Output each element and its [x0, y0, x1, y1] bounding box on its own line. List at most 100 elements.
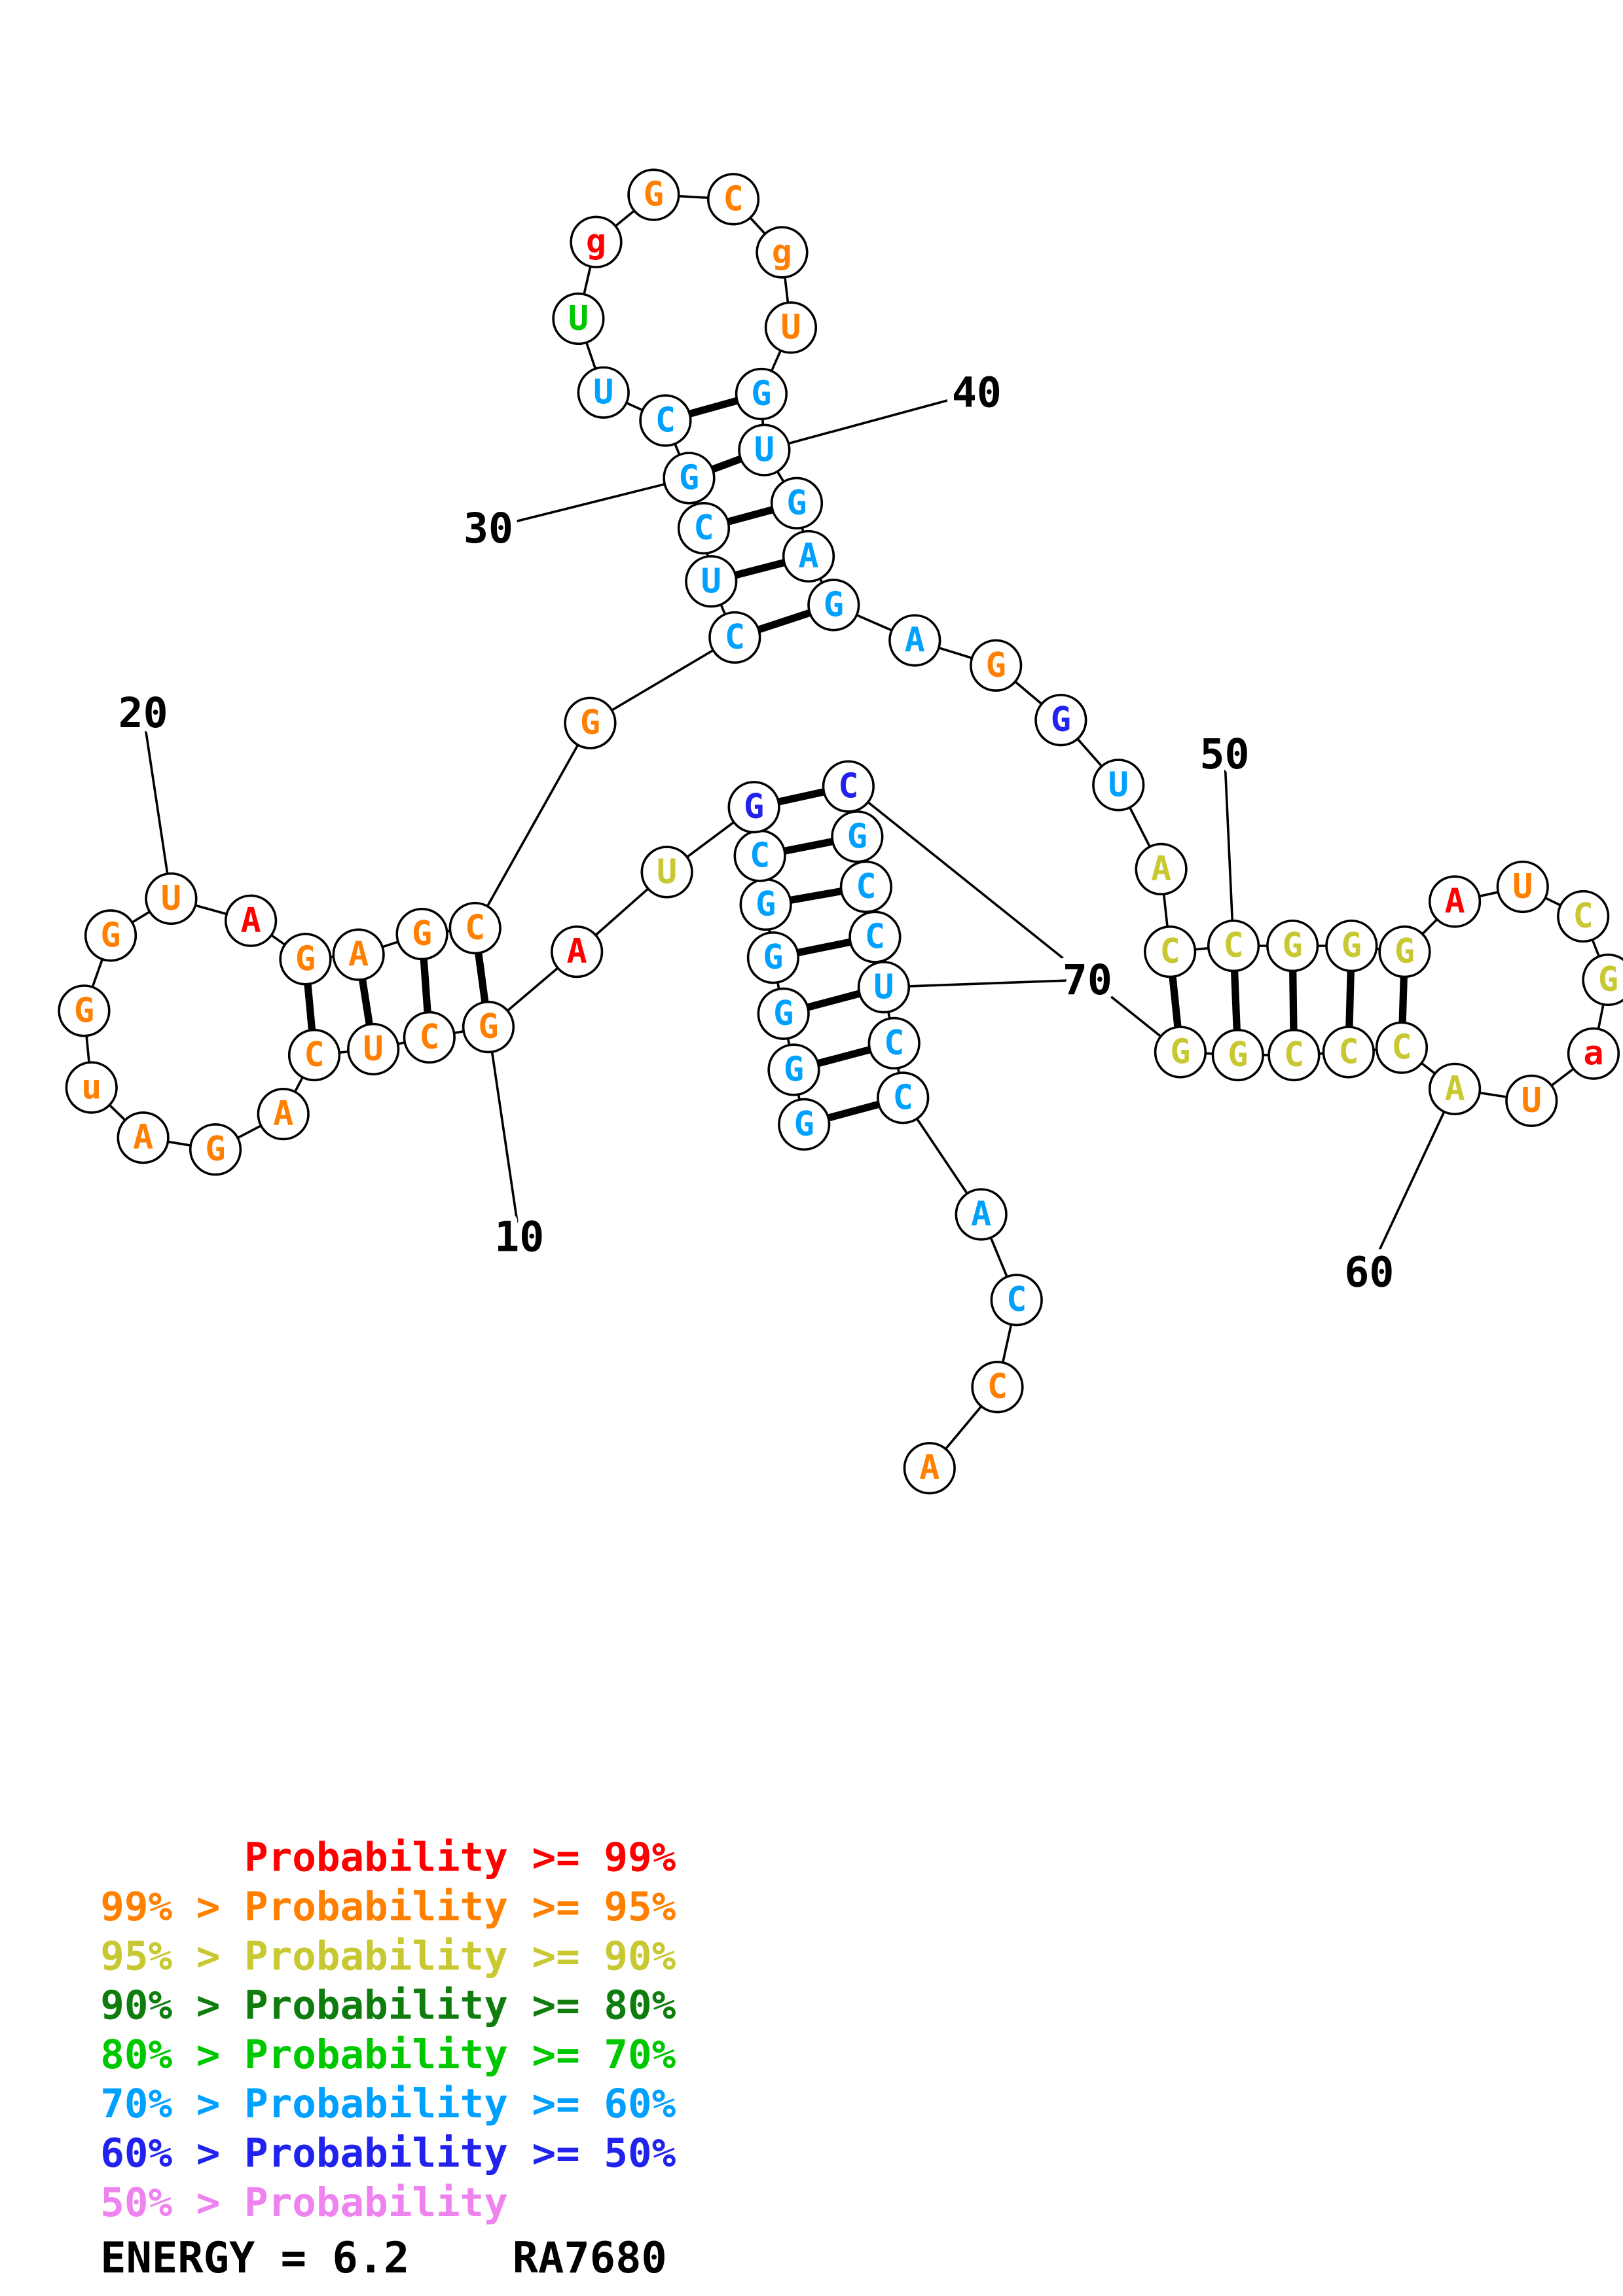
- nucleotide-circle: [757, 987, 810, 1040]
- nucleotide-letter: C: [1006, 1280, 1027, 1319]
- nucleotide-letter: C: [1573, 897, 1594, 936]
- nucleotide-letter: U: [780, 308, 801, 347]
- nucleotide-letter: C: [419, 1018, 439, 1057]
- nucleotide-circle: [706, 173, 760, 226]
- nucleotide-letter: G: [751, 374, 771, 414]
- nucleotide-letter: C: [893, 1078, 913, 1117]
- label-leader-line: [1223, 753, 1235, 946]
- nucleotide-letter: G: [763, 938, 783, 977]
- nucleotide-circle: [888, 614, 941, 667]
- nucleotide-letter: C: [693, 509, 714, 548]
- nucleotide-circle: [287, 1028, 341, 1082]
- legend-row: 95% > Probability >= 90%: [100, 1933, 676, 1979]
- nucleotide-letter: A: [1151, 850, 1171, 889]
- nucleotide-circle: [727, 781, 780, 834]
- nucleotide-letter: G: [786, 484, 807, 523]
- nucleotide-circle: [448, 901, 501, 955]
- backbone-segment: [589, 636, 736, 725]
- nucleotide-circle: [551, 925, 604, 978]
- nucleotide-letter: G: [1228, 1035, 1248, 1075]
- nucleotide-letter: G: [295, 939, 316, 978]
- label-leader-line: [1368, 1088, 1456, 1273]
- nucleotide-circle: [848, 910, 902, 963]
- nucleotide-circle: [1496, 860, 1549, 914]
- nucleotide-letter: A: [1444, 882, 1465, 921]
- nucleotide-circle: [395, 907, 448, 961]
- nucleotide-circle: [708, 611, 761, 664]
- nucleotide-letter: C: [1160, 932, 1180, 971]
- nucleotide-circle: [1582, 953, 1623, 1007]
- nucleotide-letter: G: [847, 817, 867, 856]
- nucleotide-circle: [58, 984, 111, 1037]
- nucleotide-letter: G: [100, 916, 120, 955]
- nucleotide-circle: [332, 928, 385, 981]
- nucleotide-circle: [65, 1061, 118, 1114]
- position-label: 40: [952, 368, 1002, 417]
- backbone-segment: [474, 722, 592, 929]
- nucleotide-letter: A: [1444, 1069, 1465, 1109]
- nucleotide-circle: [564, 696, 617, 749]
- nucleotide-letter: g: [772, 233, 792, 272]
- nucleotide-letter: C: [838, 767, 858, 806]
- nucleotide-circle: [1505, 1074, 1558, 1127]
- nucleotide-circle: [225, 894, 278, 947]
- nucleotide-circle: [746, 931, 800, 984]
- nucleotide-circle: [867, 1016, 921, 1070]
- nucleotide-letter: G: [412, 914, 432, 954]
- nucleotide-circle: [970, 639, 1023, 692]
- nucleotide-circle: [640, 846, 693, 899]
- nucleotide-letter: A: [919, 1448, 939, 1488]
- nucleotide-circle: [1428, 875, 1482, 928]
- nucleotide-circle: [145, 872, 198, 925]
- nucleotide-letter: U: [657, 852, 677, 891]
- nucleotide-letter: G: [744, 787, 764, 827]
- label-leader-line: [487, 1026, 521, 1237]
- nucleotide-letter: C: [725, 618, 745, 657]
- nucleotide-circle: [1322, 1026, 1375, 1079]
- nucleotide-circle: [857, 961, 911, 1014]
- nucleotide-letter: g: [586, 223, 606, 262]
- nucleotide-letter: G: [1598, 960, 1618, 999]
- label-leader-lines: [141, 391, 1456, 1273]
- nucleotide-circle: [1135, 842, 1188, 896]
- legend-row: 70% > Probability >= 60%: [100, 2081, 676, 2127]
- label-leader-line: [883, 978, 1087, 989]
- nucleotide-letter: C: [465, 908, 485, 948]
- nucleotide-letter: A: [273, 1094, 293, 1134]
- nucleotide-circle: [955, 1188, 1008, 1241]
- nucleotide-letter: U: [1512, 867, 1533, 906]
- nucleotide-circle: [677, 501, 731, 555]
- nucleotide-letter: C: [304, 1035, 324, 1075]
- nucleotide-circle: [403, 1011, 456, 1064]
- nucleotide-circle: [570, 215, 623, 268]
- nucleotide-letter: A: [971, 1194, 991, 1234]
- nucleotide-letter: U: [701, 562, 721, 601]
- nucleotide-letter: u: [81, 1068, 101, 1107]
- nucleotide-letter: U: [1108, 765, 1129, 804]
- nucleotide-circle: [462, 1001, 515, 1054]
- nucleotide-circle: [552, 292, 605, 346]
- nucleotide-circle: [782, 529, 835, 583]
- energy-text: ENERGY = 6.2 RA7680: [100, 2233, 667, 2283]
- nucleotide-circle: [770, 476, 824, 529]
- nucleotide-letter: U: [754, 431, 775, 470]
- nucleotide-circle: [1034, 694, 1087, 747]
- label-leader-line: [763, 391, 977, 452]
- nucleotide-letter: G: [1283, 926, 1303, 965]
- nucleotide-letter: A: [133, 1118, 153, 1157]
- nucleotide-letter: G: [1395, 932, 1415, 971]
- nucleotide-circle: [1375, 1021, 1429, 1074]
- nucleotide-circle: [639, 394, 692, 447]
- nucleotide-letter: C: [865, 918, 885, 957]
- nucleotide-letter: G: [773, 994, 793, 1033]
- nucleotide-circle: [1092, 759, 1145, 812]
- nucleotide-letter: G: [1051, 700, 1071, 740]
- label-leader-line: [488, 476, 689, 529]
- nucleotide-circle: [877, 1071, 930, 1124]
- position-label: 30: [464, 504, 513, 552]
- nucleotide-circle: [778, 1098, 831, 1151]
- nucleotide-letter: G: [679, 458, 699, 497]
- nucleotide-letter: G: [784, 1050, 804, 1090]
